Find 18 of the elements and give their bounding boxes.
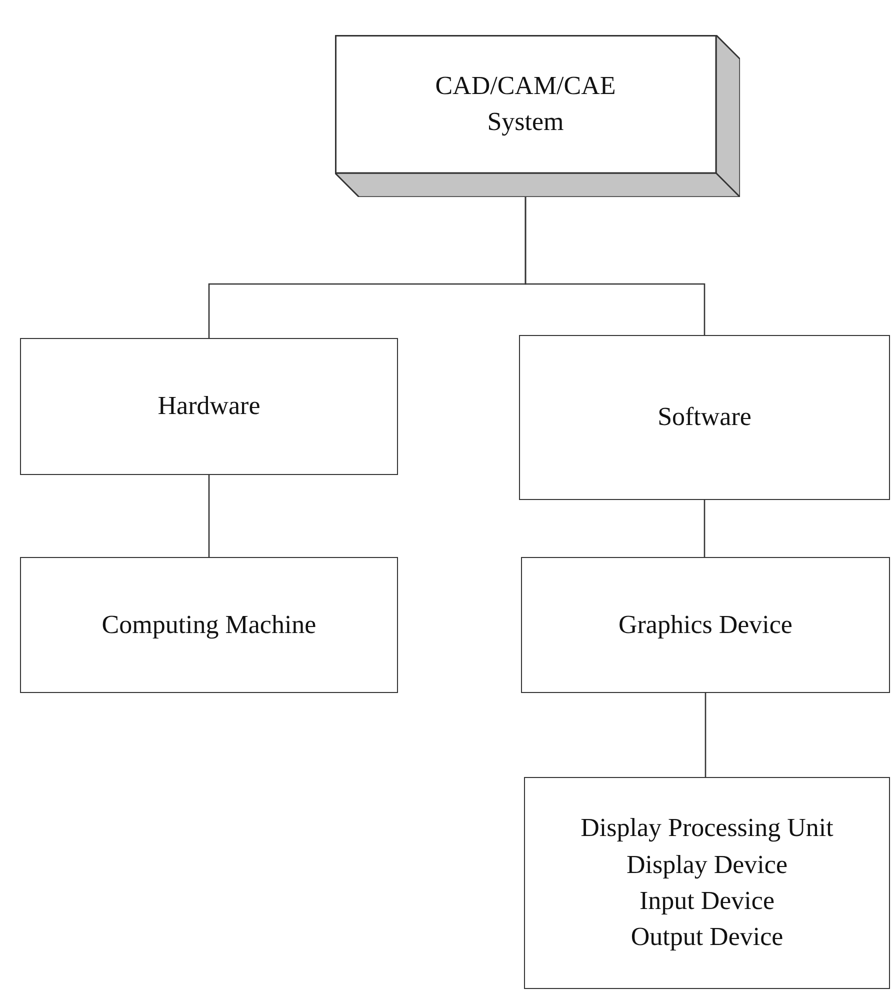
- text-box: [519, 335, 890, 500]
- connector-line: [524, 197, 706, 335]
- text-box: [521, 557, 890, 693]
- box-label: Output Device: [630, 921, 784, 954]
- text-box: [20, 338, 398, 475]
- box-label: Graphics Device: [618, 608, 792, 641]
- box-label: Hardware: [158, 390, 260, 422]
- connector-line: [704, 693, 706, 777]
- connector-line: [704, 500, 706, 557]
- box-label: CAD/CAM/CAE System: [434, 70, 617, 138]
- text-box: [20, 557, 398, 693]
- box-label: Display Processing Unit: [580, 812, 834, 844]
- text-box: [524, 777, 890, 989]
- box-label: Computing Machine: [102, 608, 316, 641]
- box-label: Input Device: [639, 885, 774, 917]
- connector-line: [208, 475, 210, 557]
- box-label: Software: [658, 401, 752, 434]
- box-label: Display Device: [626, 848, 788, 881]
